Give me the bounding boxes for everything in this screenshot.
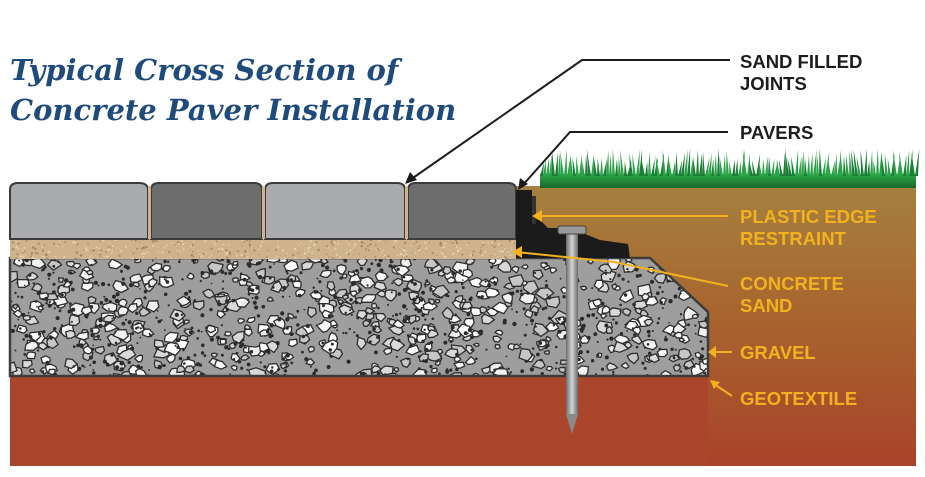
callout-arrowheads (405, 172, 720, 389)
sand-joint (262, 186, 265, 239)
callout-line-sand-filled-joints (409, 59, 730, 181)
callout-lines (409, 59, 733, 397)
paver-1 (9, 182, 149, 240)
grass (540, 148, 920, 188)
concrete-sand-layer (10, 239, 516, 259)
anchor-stake (557, 225, 587, 434)
sand-joint (148, 186, 151, 239)
paver-2 (150, 182, 263, 240)
label-concrete-sand: CONCRETE SAND (740, 273, 844, 316)
paver-4 (407, 182, 517, 240)
paver-3 (264, 182, 406, 240)
plastic-edge-restraint (516, 190, 630, 258)
label-pavers: PAVERS (740, 122, 814, 143)
callout-line-concrete-sand (515, 251, 729, 287)
title-line-1: Typical Cross Section of (10, 53, 399, 87)
callout-line-geotextile (713, 383, 733, 397)
subgrade-soil (10, 376, 708, 466)
label-gravel: GRAVEL (740, 342, 816, 363)
sand-joint (405, 186, 408, 239)
diagram-title: Typical Cross Section of Concrete Paver … (10, 50, 456, 130)
label-geotextile: GEOTEXTILE (740, 388, 858, 409)
pavers (9, 182, 517, 240)
label-plastic-edge-restraint: PLASTIC EDGE RESTRAINT (740, 206, 877, 249)
title-line-2: Concrete Paver Installation (10, 93, 457, 127)
gravel-layer (8, 256, 710, 378)
label-sand-filled-joints: SAND FILLED JOINTS (740, 51, 863, 94)
callout-line-pavers (521, 131, 728, 187)
